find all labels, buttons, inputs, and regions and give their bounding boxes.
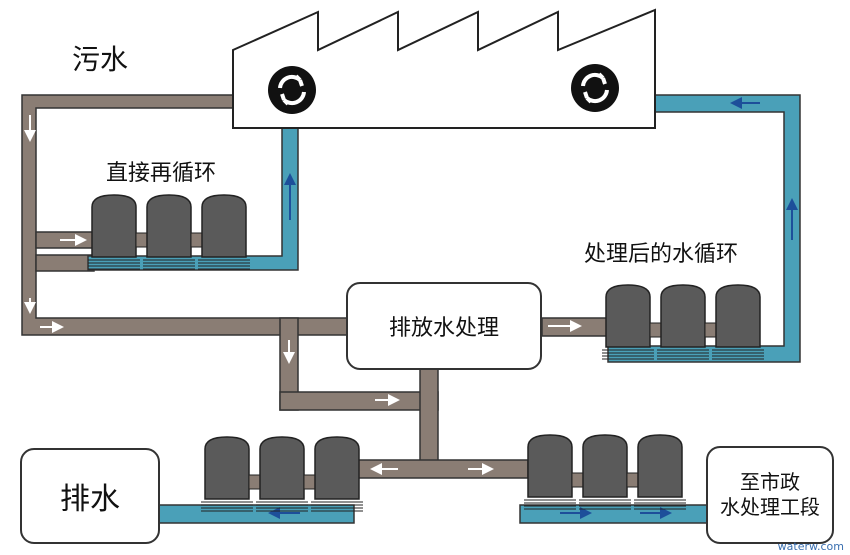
tank-connector <box>135 232 148 248</box>
tank-connector <box>704 322 717 338</box>
tank-connector <box>626 472 639 488</box>
municipal-label-line1: 至市政 <box>740 470 800 494</box>
tank <box>637 434 683 498</box>
tank-connector <box>571 472 584 488</box>
tank <box>146 194 192 258</box>
tank-group-direct-recycle <box>88 194 250 270</box>
effluent-treatment-box: 排放水处理 <box>346 282 542 370</box>
tank-connector <box>190 232 203 248</box>
treatment-tanks <box>88 194 764 512</box>
discharge-label: 排水 <box>60 482 120 517</box>
tank-group-municipal <box>524 434 686 510</box>
recycle-icon-right <box>571 64 619 112</box>
tank <box>314 436 360 500</box>
tank-connector <box>649 322 662 338</box>
effluent-treatment-label: 排放水处理 <box>388 316 499 341</box>
tank <box>660 284 706 348</box>
recycle-icon-left <box>268 66 316 114</box>
tank <box>204 436 250 500</box>
tank <box>201 194 247 258</box>
tank-connector <box>303 474 316 490</box>
sewage-label: 污水 <box>72 43 129 76</box>
tank-group-treated-recycle <box>602 284 764 360</box>
watermark: waterw.com <box>777 540 844 553</box>
tank <box>527 434 573 498</box>
flow-arrows <box>24 97 798 519</box>
tank <box>582 434 628 498</box>
tank <box>605 284 651 348</box>
factory-building <box>232 8 656 129</box>
tank <box>91 194 137 258</box>
municipal-box: 至市政 水处理工段 <box>706 446 834 544</box>
tank-connector <box>248 474 261 490</box>
tank <box>715 284 761 348</box>
municipal-label-line2: 水处理工段 <box>720 495 820 519</box>
discharge-box: 排水 <box>20 448 160 544</box>
dirty-water-pipes <box>21 94 609 479</box>
treated-recycle-label: 处理后的水循环 <box>584 242 739 267</box>
tank-group-discharge <box>201 436 363 512</box>
tank <box>259 436 305 500</box>
direct-recycle-label: 直接再循环 <box>106 161 217 186</box>
